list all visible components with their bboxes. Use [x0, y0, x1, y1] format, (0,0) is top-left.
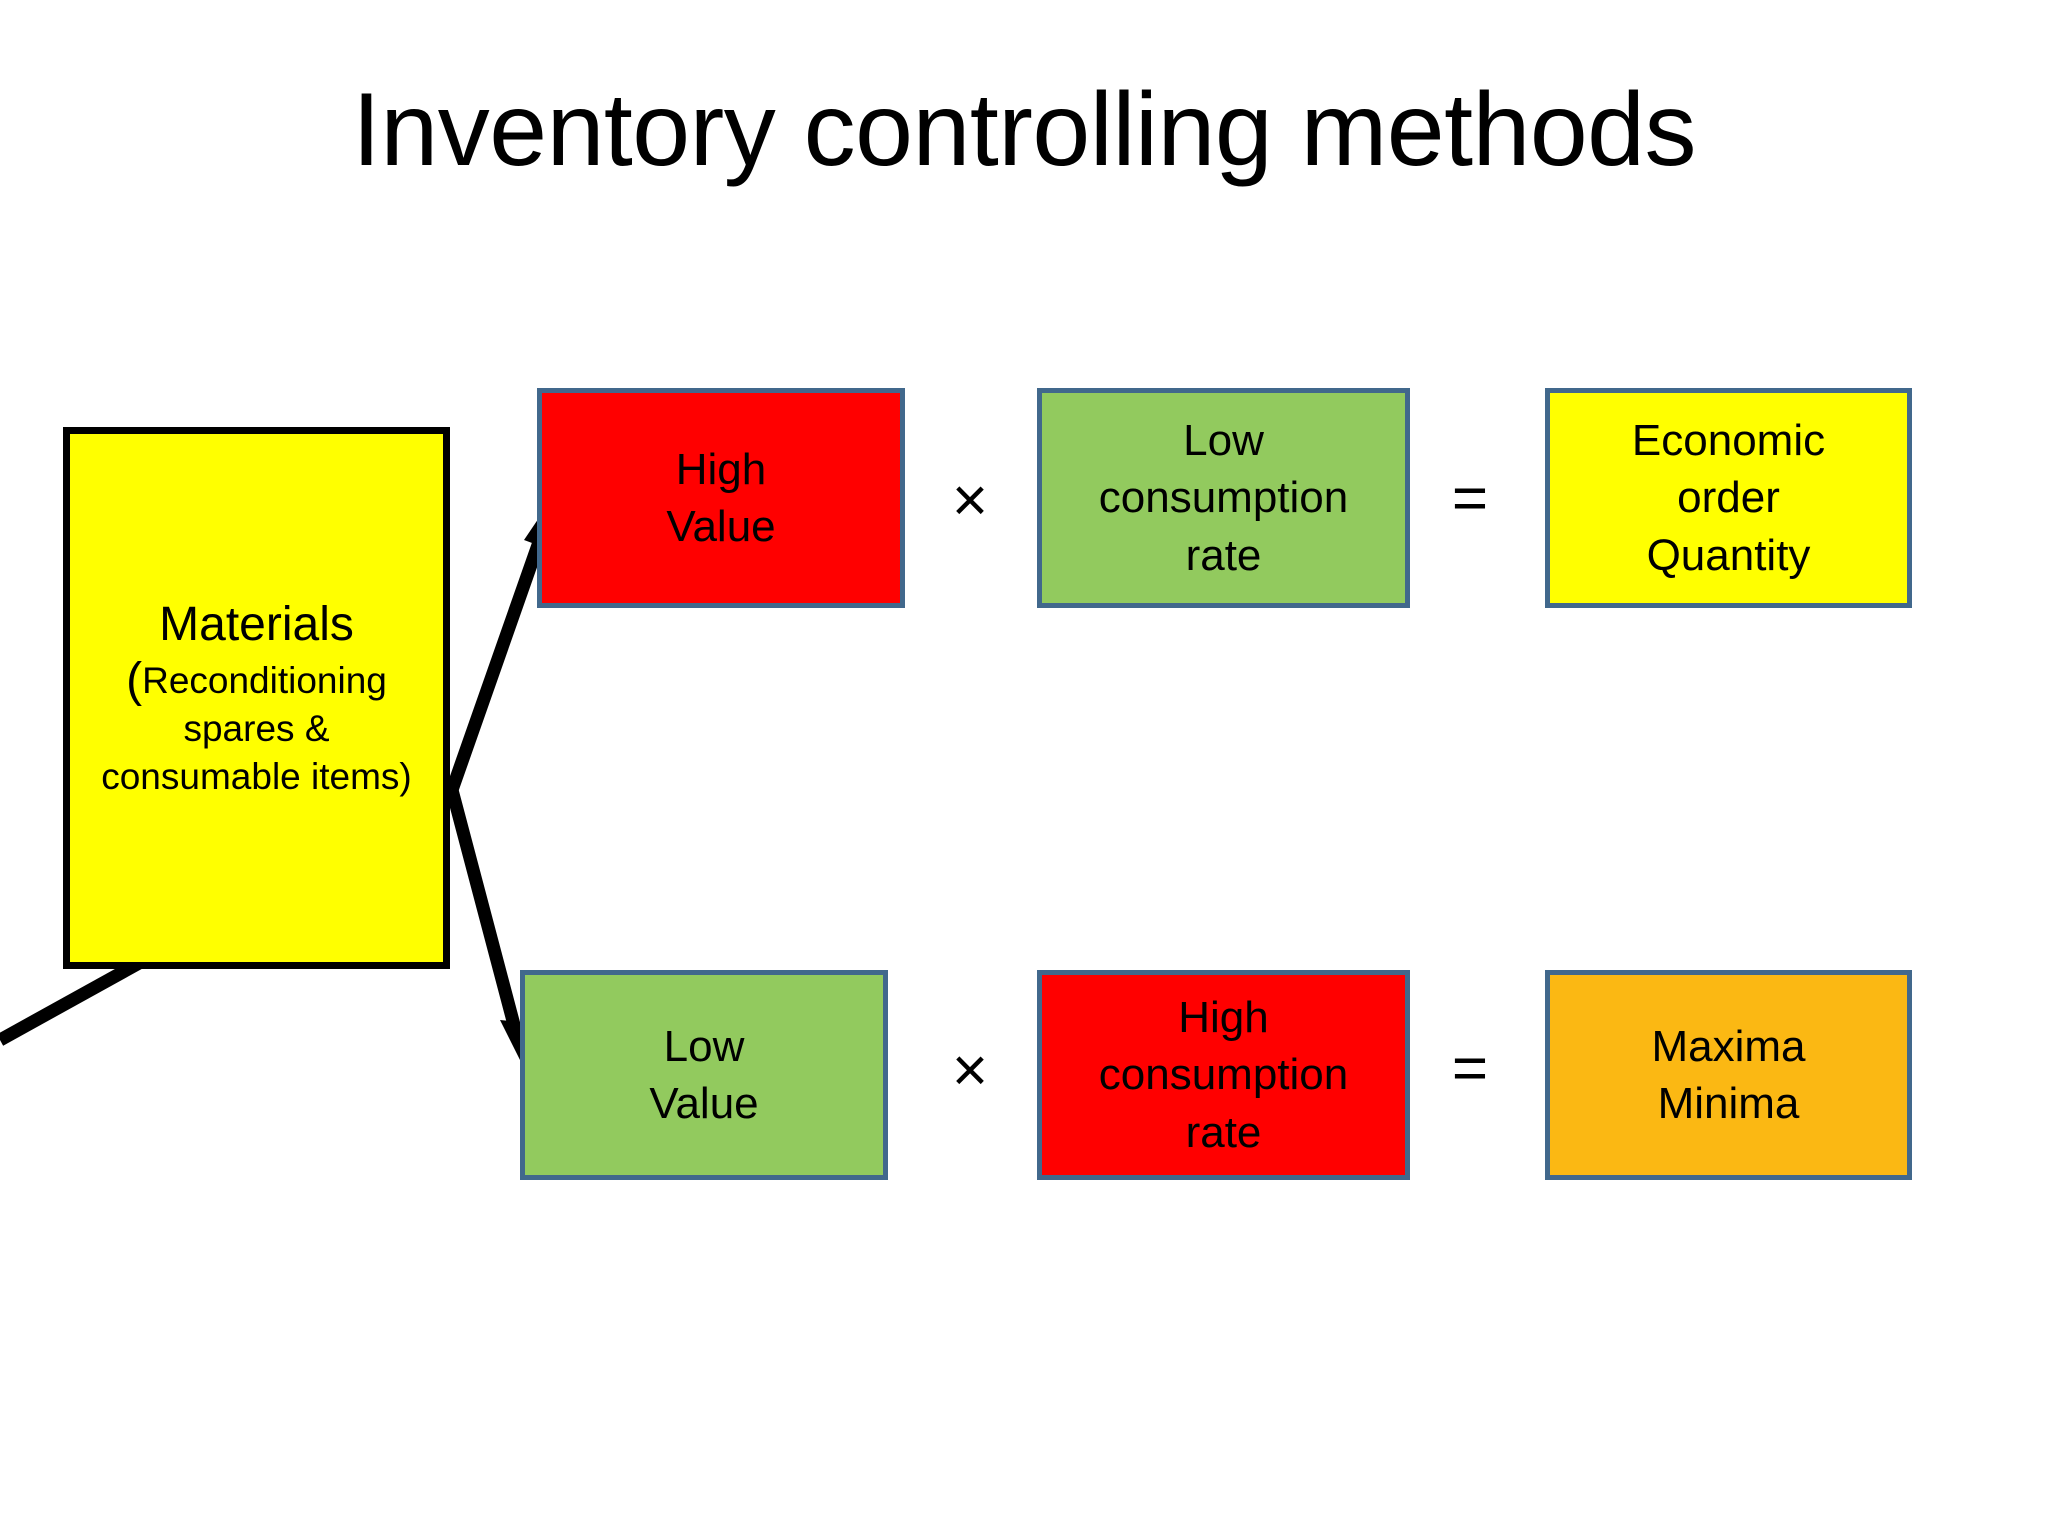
operator-equals-row-2: =: [1451, 1034, 1489, 1103]
node-high-value-line-2: Value: [666, 502, 776, 551]
node-high-value[interactable]: High Value: [537, 388, 905, 608]
node-low-consumption-rate-line-2: consumption: [1098, 473, 1349, 523]
node-high-consumption-rate-line-2: consumption: [1098, 1050, 1349, 1100]
node-materials-detail-line-2: spares &: [183, 707, 330, 749]
node-maxima-minima[interactable]: Maxima Minima: [1545, 970, 1912, 1180]
operator-multiply-row-2: ×: [951, 1036, 989, 1105]
node-high-consumption-rate[interactable]: High consumption rate: [1037, 970, 1410, 1180]
open-paren: (: [126, 653, 143, 707]
page-title: Inventory controlling methods: [352, 72, 1697, 188]
node-low-consumption-rate[interactable]: Low consumption rate: [1037, 388, 1410, 608]
node-maxima-minima-line-2: Minima: [1657, 1079, 1800, 1128]
node-low-value[interactable]: Low Value: [520, 970, 888, 1180]
operator-equals-row-1: =: [1451, 464, 1489, 533]
node-materials-detail-line-1: (Reconditioning: [126, 653, 387, 707]
operator-multiply-row-1: ×: [951, 466, 989, 535]
node-high-consumption-rate-line-1: High: [1178, 993, 1269, 1043]
node-economic-order-quantity-line-2: order: [1677, 473, 1780, 523]
node-low-value-line-2: Value: [649, 1079, 759, 1128]
node-high-consumption-rate-line-3: rate: [1185, 1107, 1262, 1157]
node-low-consumption-rate-line-3: rate: [1185, 530, 1262, 580]
node-high-value-line-1: High: [675, 444, 767, 494]
node-low-value-line-1: Low: [663, 1021, 745, 1071]
node-maxima-minima-line-1: Maxima: [1651, 1021, 1806, 1071]
node-materials-detail-1-text: Reconditioning: [142, 659, 387, 701]
node-materials[interactable]: Materials (Reconditioning spares & consu…: [63, 427, 450, 969]
node-materials-detail-line-3: consumable items): [101, 756, 412, 798]
node-economic-order-quantity-line-1: Economic: [1631, 416, 1826, 466]
node-materials-heading: Materials: [159, 597, 354, 651]
node-low-consumption-rate-line-1: Low: [1183, 416, 1264, 466]
node-economic-order-quantity[interactable]: Economic order Quantity: [1545, 388, 1912, 608]
node-economic-order-quantity-line-3: Quantity: [1646, 530, 1811, 580]
